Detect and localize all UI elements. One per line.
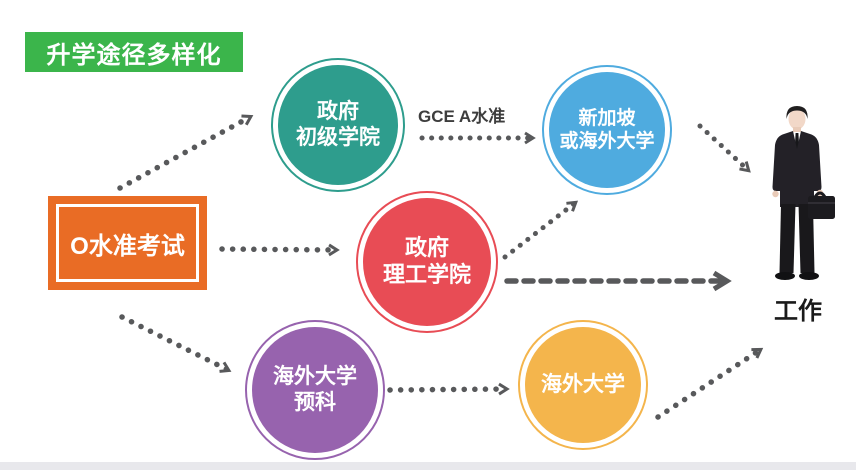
- node-government-polytechnic-label: 政府 理工学院: [363, 198, 491, 326]
- worker-left-shoe: [775, 272, 795, 280]
- node-label-line2: 理工学院: [382, 262, 471, 287]
- node-label-line1: 海外大学: [273, 365, 357, 389]
- exam-box: O水准考试: [48, 196, 207, 290]
- bottom-divider: [0, 462, 856, 470]
- node-label-line2: 或海外大学: [559, 131, 655, 152]
- exam-box-label: O水准考试: [56, 204, 199, 282]
- arrow-polytechnic-to-university: [502, 200, 579, 260]
- arrow-overseas-university-to-work: [655, 347, 764, 420]
- worker-neck: [793, 127, 801, 133]
- node-government-junior-college: 政府 初级学院: [271, 58, 405, 192]
- node-government-polytechnic: 政府 理工学院: [356, 191, 498, 333]
- node-label-line2: 初级学院: [296, 126, 380, 149]
- worker-right-shoe: [799, 272, 819, 280]
- arrow-university-to-work: [697, 123, 751, 173]
- node-label-line1: 政府: [404, 235, 449, 261]
- briefcase-handle-icon: [813, 191, 827, 198]
- node-label-line1: 海外大学: [541, 373, 625, 397]
- gce-a-level-label: GCE A水准: [418, 107, 506, 126]
- worker-jacket: [772, 131, 822, 207]
- node-label-line2: 预科: [294, 391, 336, 414]
- node-overseas-university-foundation-label: 海外大学 预科: [252, 327, 378, 453]
- node-label-line1: 新加坡: [578, 107, 636, 129]
- node-singapore-or-overseas-university: 新加坡 或海外大学: [542, 65, 672, 195]
- arrow-foundation-to-overseas-university: [387, 382, 510, 396]
- arrow-exam-to-foundation: [119, 314, 232, 373]
- worker-left-hand: [772, 190, 779, 198]
- node-overseas-university-label: 海外大学: [525, 327, 641, 443]
- briefcase-icon: [808, 196, 835, 219]
- node-label-line1: 政府: [317, 100, 359, 124]
- arrow-exam-to-polytechnic: [219, 243, 340, 257]
- worker-illustration: [772, 106, 835, 280]
- work-label: 工作: [774, 298, 822, 325]
- worker-face: [788, 108, 806, 130]
- node-overseas-university: 海外大学: [518, 320, 648, 450]
- node-government-junior-college-label: 政府 初级学院: [278, 65, 398, 185]
- node-singapore-or-overseas-university-label: 新加坡 或海外大学: [549, 72, 665, 188]
- worker-hair: [786, 106, 808, 119]
- node-overseas-university-foundation: 海外大学 预科: [245, 320, 385, 460]
- diagram-title-banner: 升学途径多样化: [25, 32, 243, 72]
- worker-right-leg: [798, 204, 815, 273]
- arrow-exam-to-junior-college: [117, 114, 254, 191]
- worker-left-leg: [779, 204, 796, 273]
